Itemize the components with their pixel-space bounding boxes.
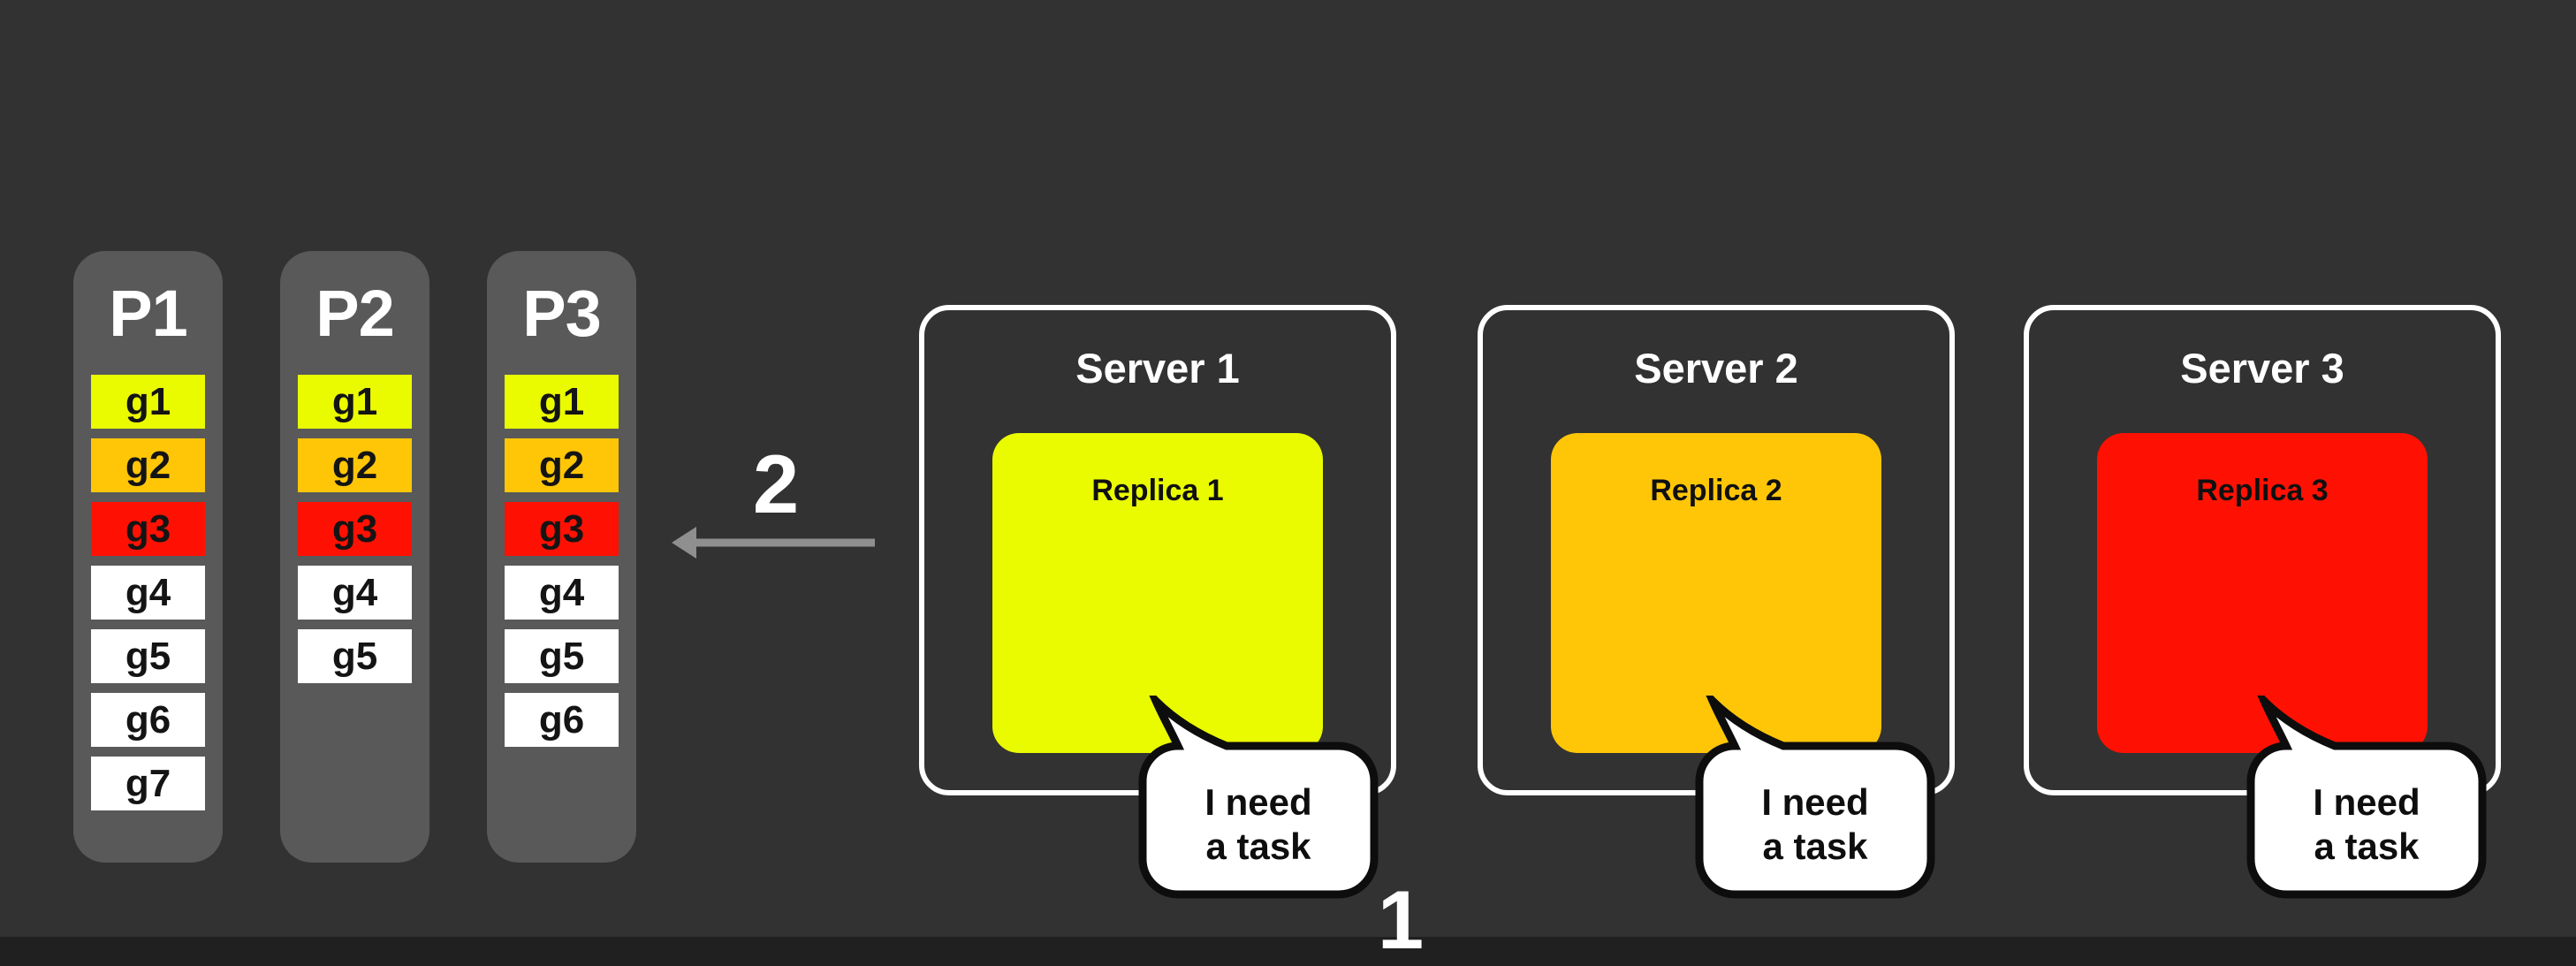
step-2-label: 2: [752, 437, 800, 530]
task-block: g3: [91, 502, 205, 556]
partition-p3-title: P3: [522, 276, 602, 350]
speech-bubble-2: I need a task: [1695, 696, 1935, 899]
step-1-label: 1: [1377, 873, 1425, 966]
replica-1-box: Replica 1: [992, 433, 1323, 753]
task-block: g3: [505, 502, 619, 556]
task-block: g4: [298, 566, 412, 620]
partition-p2: P2 g1 g2 g3 g4 g5: [280, 251, 429, 863]
server-1-box: Server 1 Replica 1: [919, 305, 1396, 795]
task-block: g4: [91, 566, 205, 620]
replica-3-label: Replica 3: [2196, 474, 2329, 507]
speech-bubble-1-line2: a task: [1205, 825, 1311, 867]
partition-p2-title: P2: [315, 276, 395, 350]
task-block: g2: [91, 438, 205, 492]
task-block: g6: [91, 693, 205, 747]
server-3-title: Server 3: [2180, 345, 2344, 392]
speech-bubble-shape: [1695, 696, 1935, 899]
partition-p1-title: P1: [109, 276, 188, 350]
replica-3-box: Replica 3: [2097, 433, 2428, 753]
speech-bubble-3: I need a task: [2246, 696, 2487, 899]
task-block: g2: [505, 438, 619, 492]
partition-p3: P3 g1 g2 g3 g4 g5 g6: [487, 251, 636, 863]
task-block: g6: [505, 693, 619, 747]
replica-1-label: Replica 1: [1091, 474, 1224, 507]
server-1-title: Server 1: [1075, 345, 1240, 392]
task-block: g7: [91, 757, 205, 810]
speech-bubble-3-line2: a task: [2314, 825, 2420, 867]
speech-bubble-2-line1: I need: [1761, 781, 1868, 823]
task-block: g3: [298, 502, 412, 556]
speech-bubble-2-line2: a task: [1762, 825, 1868, 867]
speech-bubble-shape: [2246, 696, 2487, 899]
task-block: g1: [91, 375, 205, 429]
task-block: g5: [298, 629, 412, 683]
task-block: g5: [505, 629, 619, 683]
task-block: g1: [505, 375, 619, 429]
speech-bubble-1: I need a task: [1138, 696, 1379, 899]
task-block: g4: [505, 566, 619, 620]
partition-p1: P1 g1 g2 g3 g4 g5 g6 g7: [73, 251, 223, 863]
task-block: g1: [298, 375, 412, 429]
task-block: g2: [298, 438, 412, 492]
replica-2-label: Replica 2: [1650, 474, 1782, 507]
speech-bubble-3-line1: I need: [2313, 781, 2420, 823]
speech-bubble-1-line1: I need: [1204, 781, 1311, 823]
task-block: g5: [91, 629, 205, 683]
server-3-box: Server 3 Replica 3: [2024, 305, 2501, 795]
arrow-left-icon: [672, 527, 875, 559]
server-2-title: Server 2: [1634, 345, 1798, 392]
speech-bubble-shape: [1138, 696, 1379, 899]
